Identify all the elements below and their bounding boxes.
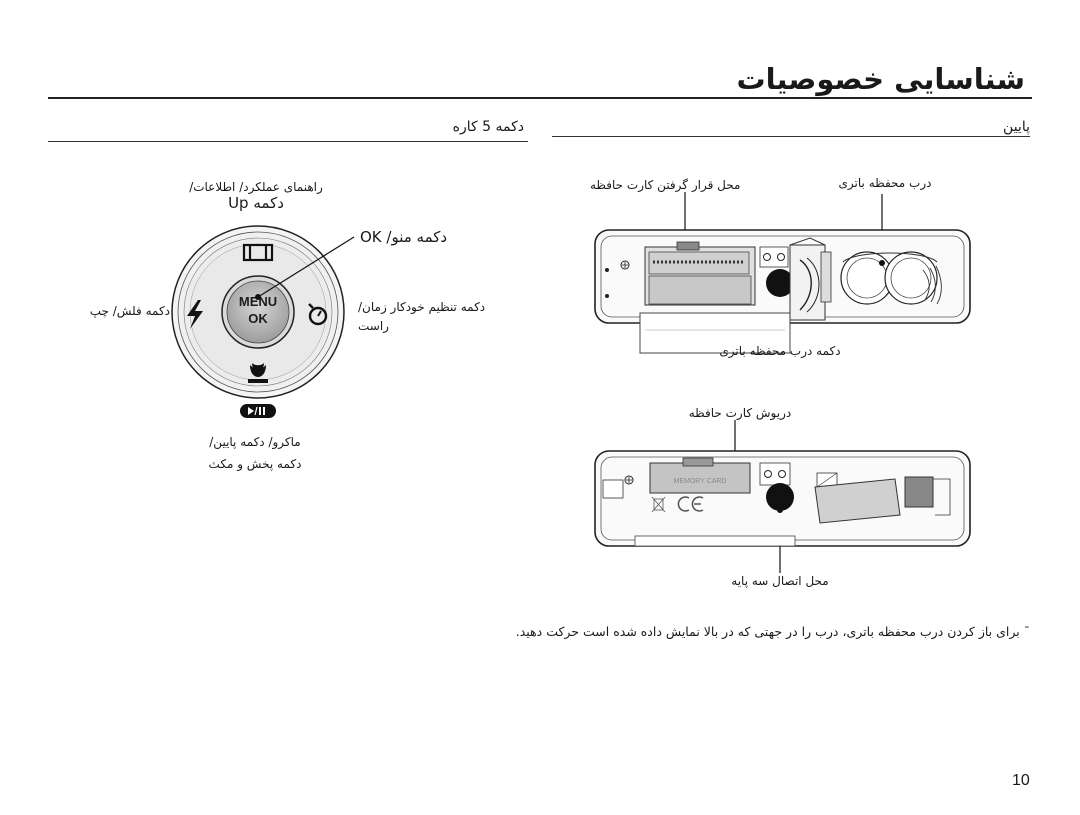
macro-icon bbox=[248, 363, 268, 383]
section-divider-left bbox=[48, 141, 528, 142]
title-divider bbox=[48, 97, 1032, 99]
weee-icon bbox=[651, 496, 666, 513]
label-flash-left: دکمه فلش/ چپ bbox=[89, 304, 170, 318]
label-card-drawer: دریوش کارت حافظه bbox=[688, 406, 792, 420]
section-title-5-way-buttons: دکمه 5 کاره bbox=[452, 119, 524, 135]
label-card-slot: محل قرار گرفتن کارت حافظه bbox=[590, 178, 741, 192]
label-menu-ok: دکمه منو/ OK bbox=[360, 228, 448, 246]
leader-dot bbox=[255, 294, 261, 300]
ce-mark-icon bbox=[677, 496, 704, 512]
camera-bottom-open-diagram bbox=[594, 192, 971, 354]
label-bottom-line2: دکمه پخش و مکث bbox=[208, 457, 302, 471]
camera-bottom-closed-diagram: MEMORY CARD bbox=[594, 420, 971, 573]
dial-menu-text: MENU bbox=[239, 294, 277, 309]
flash-icon bbox=[187, 300, 203, 329]
label-up-line2: دکمه Up bbox=[228, 194, 284, 212]
leader-menu-ok bbox=[257, 236, 355, 298]
label-battery-cover: درب محفظه باتری bbox=[838, 176, 932, 190]
battery-cover-note: ¯ برای باز کردن درب محفظه باتری، درب را … bbox=[430, 621, 1030, 643]
label-timer-line2: راست bbox=[358, 319, 389, 333]
display-icon bbox=[242, 243, 274, 262]
label-tripod: محل اتصال سه پایه bbox=[731, 574, 829, 588]
dial-ok-text: OK bbox=[248, 311, 268, 326]
section-divider-right bbox=[552, 136, 1030, 137]
section-title-bottom: پایین bbox=[1003, 119, 1030, 135]
self-timer-icon bbox=[308, 303, 328, 326]
control-dial: MENU OK bbox=[171, 225, 355, 418]
page-number: 10 bbox=[1012, 772, 1030, 789]
page-title: شناسایی خصوصیات bbox=[736, 62, 1025, 96]
label-battery-cover-button: دکمه درب محفظه باتری bbox=[719, 344, 841, 358]
label-up-line1: راهنمای عملکرد/ اطلاعات/ bbox=[189, 180, 323, 194]
memory-card-text: MEMORY CARD bbox=[673, 478, 726, 485]
note-text: برای باز کردن درب محفظه باتری، درب را در… bbox=[515, 624, 1020, 639]
label-bottom-line1: ماکرو/ دکمه پایین/ bbox=[209, 435, 301, 449]
play-pause-icon bbox=[240, 404, 276, 418]
label-timer-line1: دکمه تنظیم خودکار زمان/ bbox=[358, 300, 486, 314]
note-marker: ¯ bbox=[1019, 624, 1030, 639]
